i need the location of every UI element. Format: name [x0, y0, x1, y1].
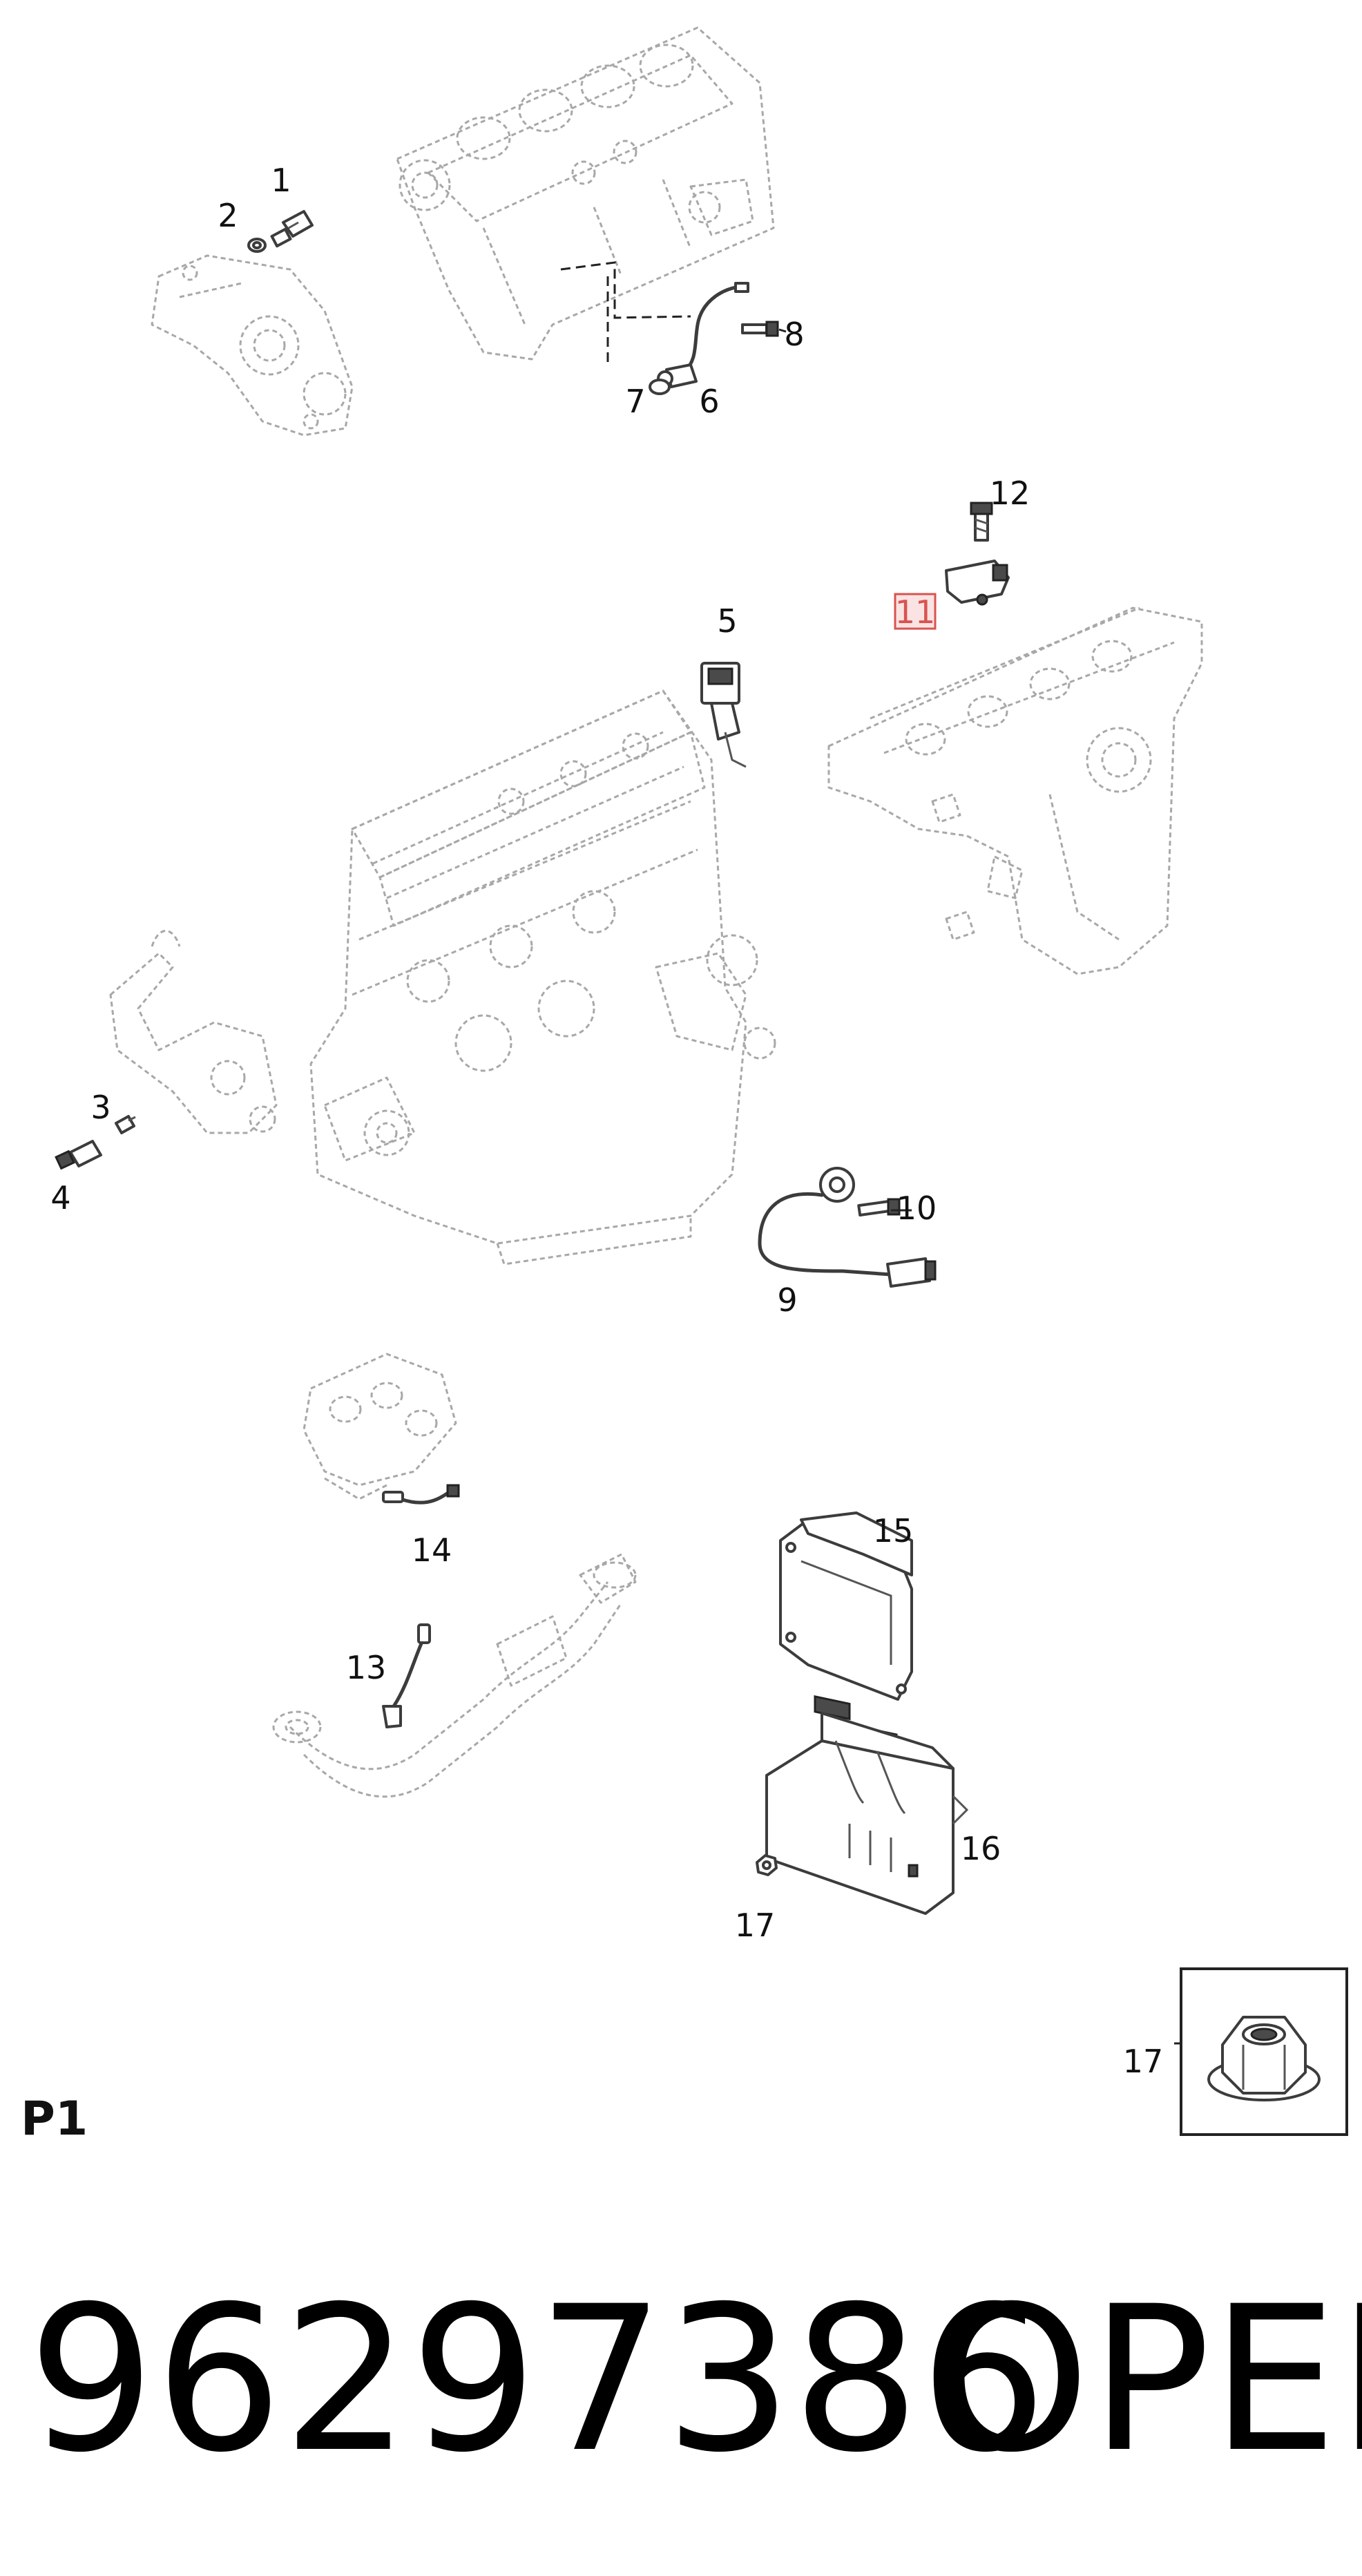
map-sensor-bolt-part	[970, 502, 993, 542]
callout-15: 15	[873, 1512, 914, 1549]
callout-3: 3	[90, 1089, 111, 1126]
callout-1: 1	[271, 162, 291, 199]
crankshaft-sensor-part	[657, 282, 749, 388]
intake-manifold-drawing	[827, 607, 1203, 975]
brand-name: OPEL	[932, 2264, 1362, 2497]
main-engine-block-drawing	[309, 689, 776, 1266]
flange-nut-part-small	[756, 1854, 778, 1876]
callout-6: 6	[699, 383, 719, 420]
callout-11-highlight	[894, 593, 937, 630]
exhaust-front-pipe-drawing	[272, 1553, 637, 1798]
section-label: P1	[21, 2092, 88, 2146]
oxygen-sensor-part-13	[382, 1623, 431, 1728]
washer-part-2	[247, 238, 267, 253]
callout-17: 17	[735, 1907, 776, 1944]
callout-11: 11	[895, 593, 936, 631]
temperature-sensor-connector-part	[700, 662, 747, 768]
callout-14: 14	[412, 1532, 452, 1569]
callout-9: 9	[777, 1281, 797, 1319]
oil-pump-housing-drawing	[151, 254, 354, 437]
part-number: 96297386	[28, 2264, 1047, 2497]
oil-pressure-switch-part	[270, 210, 314, 248]
crank-sensor-leaders	[560, 261, 691, 366]
knock-sensor-bolt-part	[857, 1198, 901, 1217]
callout-2: 2	[218, 197, 238, 234]
callout-10: 10	[896, 1190, 937, 1227]
water-outlet-drawing	[109, 930, 278, 1134]
callout-16: 16	[961, 1830, 1001, 1867]
exhaust-manifold-drawing	[303, 1353, 457, 1500]
nut-detail-frame	[1180, 1967, 1348, 2136]
oxygen-sensor-part-14	[382, 1484, 460, 1505]
o-ring-part-7	[649, 379, 671, 395]
map-sensor-part	[945, 560, 1010, 606]
ecu-bracket-part	[765, 1712, 969, 1915]
coolant-sensor-part-4	[55, 1140, 102, 1170]
callout-7: 7	[625, 383, 645, 420]
callout-17-detail: 17	[1123, 2043, 1164, 2080]
temperature-sender-part-3	[115, 1115, 136, 1134]
knock-sensor-part	[758, 1167, 937, 1288]
callout-5: 5	[717, 602, 737, 640]
callout-12: 12	[990, 475, 1030, 512]
callout-4: 4	[50, 1179, 70, 1217]
callout-13: 13	[346, 1649, 387, 1686]
callout-8: 8	[784, 316, 804, 353]
sensor-bolt-part-8	[741, 321, 779, 337]
engine-block-top-drawing	[396, 26, 775, 361]
